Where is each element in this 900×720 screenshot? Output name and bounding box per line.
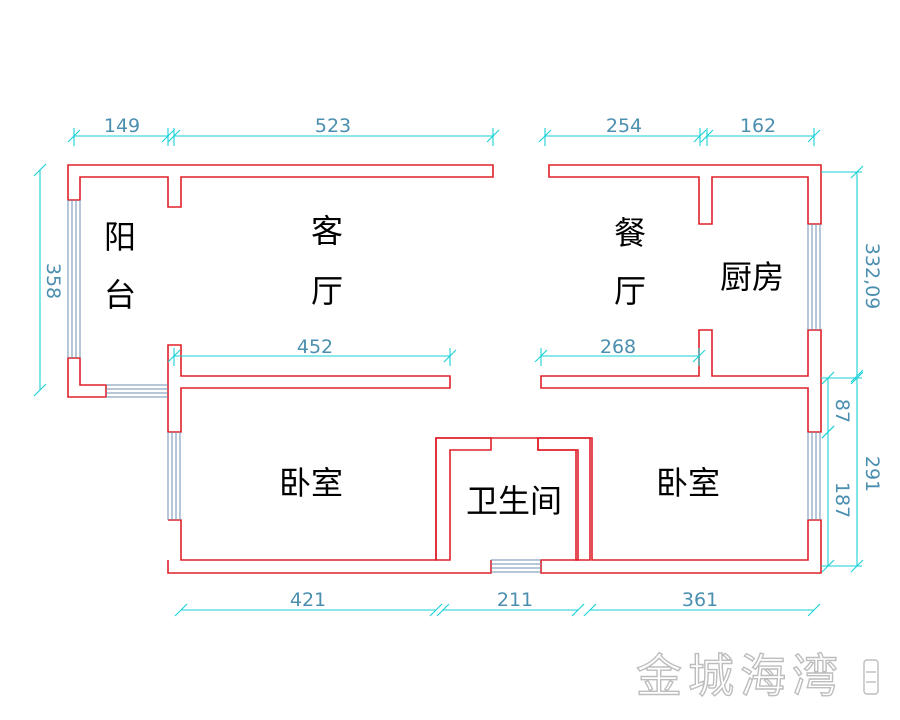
dim-bottom-bathroom-line-tick-start (436, 603, 450, 617)
window-bedroom-left (167, 432, 181, 520)
wall-bathroom-right (537, 437, 822, 574)
dim-top-kitchen: 162 (740, 115, 776, 137)
room-bedroom-right: 卧室 (656, 464, 720, 502)
dim-top-balcony: 149 (104, 115, 140, 137)
dimension-lines (33, 128, 864, 617)
dim-inner-living: 452 (297, 336, 333, 358)
dim-right-window-line-tick-start (821, 425, 835, 439)
room-labels: 阳 台 客 厅 餐 厅 厨房 卧室 卫生间 卧室 (104, 212, 784, 520)
wall-dining-top (548, 164, 822, 225)
window-bedroom-right (807, 432, 821, 520)
room-balcony-char-2: 台 (104, 276, 136, 314)
dim-inner-dining: 268 (600, 336, 636, 358)
dim-left-balcony-line-tick-end (33, 383, 47, 397)
dimension-labels: 149 523 254 162 452 268 421 211 361 358 … (42, 115, 883, 611)
room-balcony-char-1: 阳 (104, 218, 136, 256)
window-bathroom (491, 559, 541, 573)
walls (67, 164, 822, 574)
room-living-char-2: 厅 (311, 272, 343, 310)
room-bathroom: 卫生间 (466, 482, 562, 520)
room-bedroom-left: 卧室 (279, 464, 343, 502)
dim-left-balcony: 358 (42, 263, 64, 299)
room-kitchen: 厨房 (720, 258, 784, 296)
dim-bottom-bedroom-right-line-tick-end (807, 603, 821, 617)
dim-bottom-bedroom-right: 361 (682, 589, 718, 611)
windows (67, 200, 821, 573)
dim-right-bedroom: 291 (861, 456, 883, 492)
wall-balcony-top-left (67, 164, 494, 208)
dim-top-dining: 254 (606, 115, 642, 137)
window-kitchen (807, 224, 821, 330)
room-living-char-1: 客 (311, 212, 343, 250)
dim-right-gap: 87 (831, 399, 853, 423)
dim-right-window: 187 (831, 482, 853, 518)
room-dining-char-2: 厅 (614, 272, 646, 310)
dim-bottom-bedroom-left-line-tick-end (429, 603, 443, 617)
wall-kitchen-right-mid (540, 329, 822, 433)
watermark-logo: 金城海湾 (636, 649, 844, 703)
dim-bottom-bedroom-left: 421 (290, 589, 326, 611)
dim-left-balcony-line-tick-start (33, 163, 47, 177)
room-dining-char-1: 餐 (614, 214, 646, 252)
wall-balcony-left-lower (67, 357, 107, 398)
dim-right-kitchen-line-tick-end (850, 369, 864, 383)
dim-right-kitchen: 332,09 (861, 243, 883, 309)
dim-bottom-bathroom: 211 (497, 589, 533, 611)
dim-top-living: 523 (315, 115, 351, 137)
window-balcony-left (67, 200, 81, 358)
wall-bathroom-left (435, 437, 492, 561)
watermark-seal (863, 659, 879, 695)
dim-bottom-bedroom-left-line-tick-start (174, 603, 188, 617)
dim-bottom-bathroom-line-tick-end (571, 603, 585, 617)
dim-bottom-bedroom-right-line-tick-start (583, 603, 597, 617)
window-balcony-bottom (106, 384, 168, 398)
wall-living-bedroom (167, 344, 451, 433)
wall-bathroom-bottom (167, 560, 492, 574)
